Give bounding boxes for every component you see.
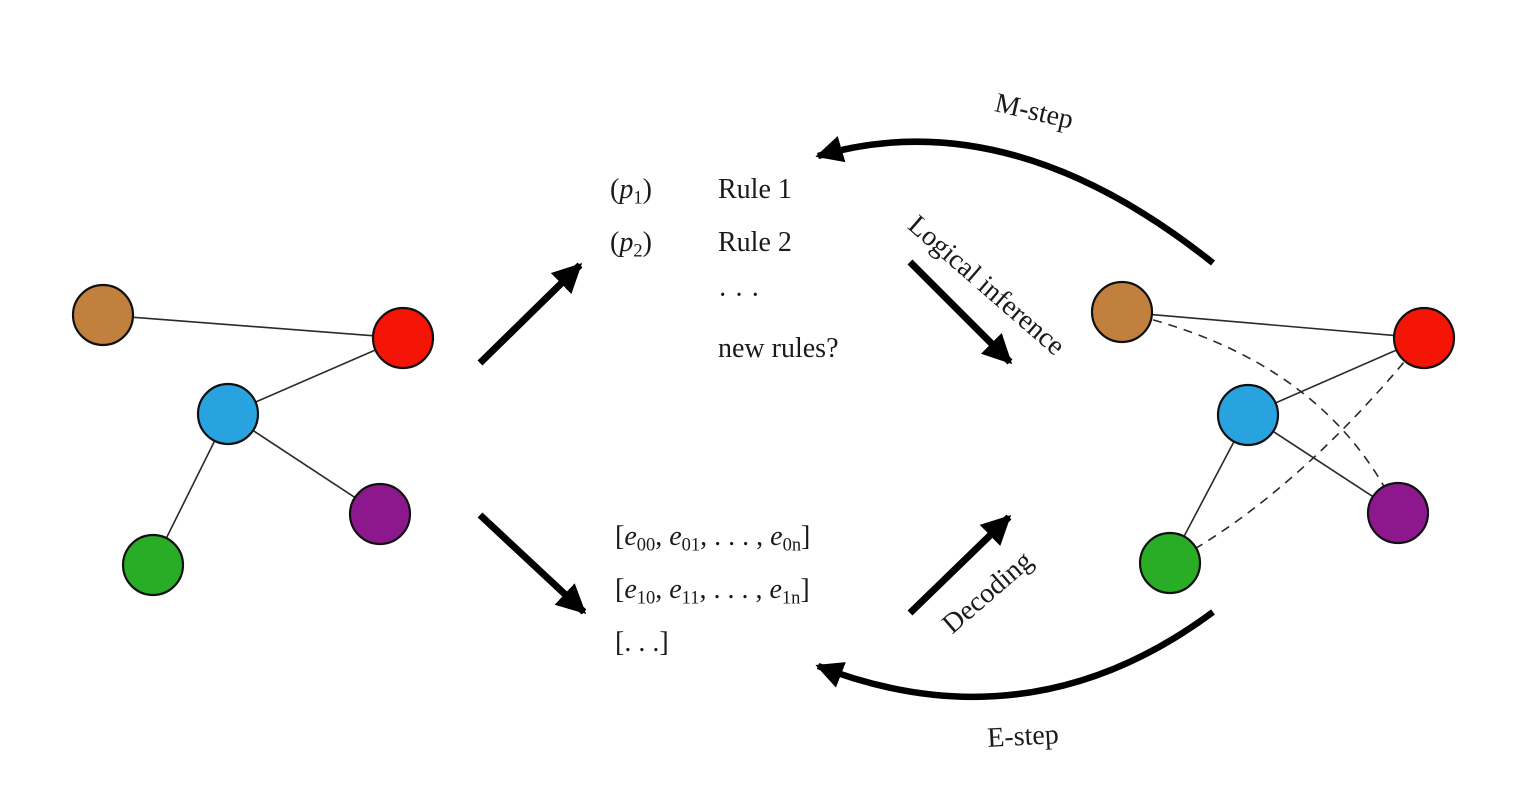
graph-to-matrix-arrow	[477, 512, 587, 615]
rule-probability	[610, 322, 718, 375]
inferred-graph-node-brown	[1090, 280, 1154, 344]
embedding-matrix-list: [e00, e01, . . . , e0n] [e10, e11, . . . …	[615, 510, 810, 669]
e-step-label: E-step	[986, 719, 1060, 754]
rule-text: new rules?	[718, 333, 839, 364]
logical-inference-arrow	[907, 259, 1013, 365]
input-graph-node-blue	[196, 382, 260, 446]
inferred-graph-edge-brown-red	[1121, 311, 1425, 339]
rule-text: · · ·	[718, 280, 760, 311]
rules-list: (p1) Rule 1 (p2) Rule 2 · · · new rules?	[610, 163, 839, 375]
rule-probability: (p2)	[610, 227, 652, 261]
e-step-arrow	[815, 609, 1215, 701]
inferred-graph-node-purple	[1366, 481, 1430, 545]
input-graph-node-green	[121, 533, 185, 597]
input-graph-node-red	[371, 306, 435, 370]
inferred-graph-node-green	[1138, 531, 1202, 595]
rule-text: Rule 1	[718, 174, 792, 205]
input-graph-edge-brown-red	[102, 314, 404, 339]
inferred-graph-node-blue	[1216, 383, 1280, 447]
rule-probability	[610, 269, 718, 322]
m-step-arrow	[815, 135, 1216, 266]
inferred-graph-dashed-edge-brown-purple	[1121, 311, 1399, 514]
decoding-arrow	[907, 514, 1012, 616]
input-graph-node-brown	[71, 283, 135, 347]
input-graph-node-purple	[348, 482, 412, 546]
rule-text: Rule 2	[718, 227, 792, 258]
embedding-row-2: [e10, e11, . . . , e1n]	[615, 574, 810, 608]
rule-row-4: new rules?	[610, 322, 839, 375]
rule-row-2: (p2) Rule 2	[610, 216, 839, 269]
inferred-graph-node-red	[1392, 306, 1456, 370]
rule-probability: (p1)	[610, 174, 652, 208]
embedding-row-3: [. . .]	[615, 627, 669, 658]
embedding-row-1: [e00, e01, . . . , e0n]	[615, 521, 811, 555]
inferred-graph-dashed-edge-red-green	[1169, 337, 1425, 564]
rule-row-1: (p1) Rule 1	[610, 163, 839, 216]
input-graph-edge-blue-red	[227, 337, 404, 415]
inferred-graph-edge-blue-red	[1247, 337, 1425, 416]
rule-row-3: · · ·	[610, 269, 839, 322]
graph-to-rules-arrow	[477, 262, 583, 366]
